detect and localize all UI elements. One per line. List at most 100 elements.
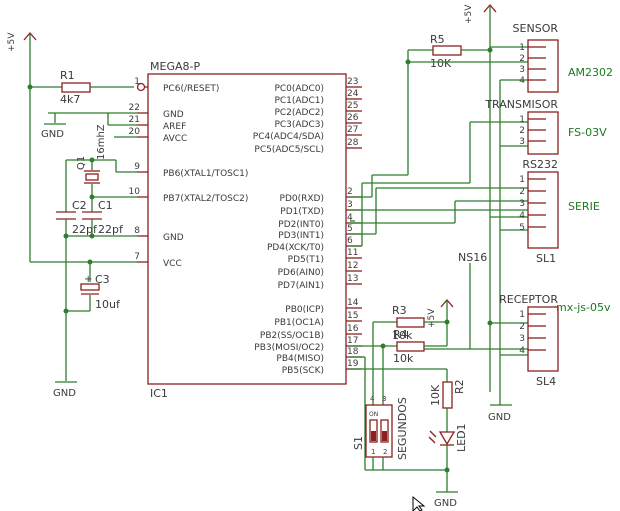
connector-pin-number: 5 bbox=[519, 223, 525, 233]
vcc-r3-label: +5V bbox=[427, 308, 437, 328]
ic1-pin-number: 5 bbox=[347, 224, 353, 234]
ic1-pin-label: PC0(ADC0) bbox=[274, 84, 324, 94]
r3-ref: R3 bbox=[392, 304, 407, 317]
ic1-pin-number: 26 bbox=[347, 113, 359, 123]
ic1-pin-number: 14 bbox=[347, 298, 359, 308]
s1-pin4: 4 bbox=[370, 395, 375, 403]
ic1-pin-number: 19 bbox=[347, 359, 359, 369]
q1-crystal bbox=[84, 170, 100, 184]
connector-pin-number: 4 bbox=[519, 76, 525, 86]
r5-ref: R5 bbox=[430, 33, 445, 46]
ic1-pin-label: PD5(T1) bbox=[288, 255, 324, 265]
connector-tag: FS-03V bbox=[568, 126, 607, 139]
r4-ref: R4 bbox=[393, 328, 408, 341]
ic1-pin-number: 10 bbox=[129, 187, 141, 197]
ic1-pin-label: AVCC bbox=[163, 134, 187, 144]
connector-pin-number: 1 bbox=[519, 43, 525, 53]
gnd-r1-label: GND bbox=[41, 129, 64, 140]
ic1-pin-label: PB4(MISO) bbox=[276, 354, 324, 364]
connector-pin-number: 1 bbox=[519, 115, 525, 125]
ic1-pin-number: 20 bbox=[129, 127, 141, 137]
connector-pin-number: 2 bbox=[519, 322, 525, 332]
ic1-left-pins: 1PC6(/RESET)22GND21AREF20AVCC9PB6(XTAL1/… bbox=[129, 77, 249, 269]
r1-resistor bbox=[61, 82, 91, 93]
ic1-pin-number: 13 bbox=[347, 274, 358, 284]
connector-pin-number: 2 bbox=[519, 187, 525, 197]
r3-value: 10k bbox=[392, 329, 413, 342]
ic1-pin-number: 25 bbox=[347, 101, 358, 111]
r2-resistor bbox=[442, 381, 453, 409]
c3-capacitor bbox=[80, 283, 100, 295]
c2-value: 22pf bbox=[72, 223, 98, 236]
connector-title: RECEPTOR bbox=[499, 293, 558, 306]
ic1-pin-label: PB7(XTAL2/TOSC2) bbox=[163, 194, 248, 204]
r2-value: 10K bbox=[429, 384, 442, 406]
ic1-pin-number: 3 bbox=[347, 200, 353, 210]
ic1-pin-label: PC6(/RESET) bbox=[163, 84, 219, 94]
connector-ref: SL1 bbox=[536, 252, 556, 265]
ic1-pin-label: GND bbox=[163, 233, 184, 243]
ic1-pin-label: AREF bbox=[163, 122, 186, 132]
ic1-pin-label: VCC bbox=[163, 259, 182, 269]
gnd-c3-label: GND bbox=[53, 388, 76, 399]
connector-fs-03v: TRANSMISOR FS-03V 123 bbox=[484, 98, 607, 155]
connector-tag: AM2302 bbox=[568, 66, 613, 79]
ic1-pin-label: PD7(AIN1) bbox=[278, 281, 324, 291]
ic1-pin-label: PB2(SS/OC1B) bbox=[260, 331, 324, 341]
ic1-pin-number: 12 bbox=[347, 261, 358, 271]
ic1-pin-number: 11 bbox=[347, 248, 358, 258]
r5-resistor bbox=[432, 45, 462, 56]
connector-title: SENSOR bbox=[513, 22, 559, 35]
ic1-pin-label: PD1(TXD) bbox=[280, 207, 324, 217]
ic1-pin-label: PD0(RXD) bbox=[280, 194, 324, 204]
connector-pin-number: 3 bbox=[519, 334, 525, 344]
connector-ref: SL4 bbox=[536, 375, 556, 388]
c1-ref: C1 bbox=[98, 199, 113, 212]
ic1-pin-label: PB3(MOSI/OC2) bbox=[254, 343, 324, 353]
ic1-pin-label: PD4(XCK/T0) bbox=[267, 243, 324, 253]
ic1-name: MEGA8-P bbox=[150, 60, 200, 73]
ic1-pin-number: 6 bbox=[347, 236, 353, 246]
r5-value: 10K bbox=[430, 57, 452, 70]
ic1-pin-label: PB0(ICP) bbox=[285, 305, 324, 315]
connector-pin-number: 2 bbox=[519, 126, 525, 136]
led1-ref: LED1 bbox=[455, 423, 468, 452]
vcc-left-label: +5V bbox=[7, 32, 17, 52]
ic1-pin-label: PB1(OC1A) bbox=[274, 318, 324, 328]
connector-title: TRANSMISOR bbox=[484, 98, 558, 111]
ic1-pin-label: PB5(SCK) bbox=[282, 366, 324, 376]
ic1-pin-label: GND bbox=[163, 110, 184, 120]
ic1-pin-number: 17 bbox=[347, 336, 358, 346]
connector-pin-number: 3 bbox=[519, 65, 525, 75]
ic1-pin-label: PC2(ADC2) bbox=[274, 108, 324, 118]
s1-sw2: 2 bbox=[383, 448, 387, 456]
s1-switch bbox=[365, 404, 393, 458]
ic1-pin-label: PC1(ADC1) bbox=[274, 96, 324, 106]
connector-pin-number: 3 bbox=[519, 137, 525, 147]
ic1-pin-number: 21 bbox=[129, 115, 140, 125]
ic1-pin-number: 23 bbox=[347, 77, 358, 87]
s1-title: SEGUNDOS bbox=[396, 397, 409, 460]
ic1-pin-number: 15 bbox=[347, 311, 358, 321]
ic1-pin-label: PD6(AIN0) bbox=[278, 268, 324, 278]
s1-pin3: 3 bbox=[382, 395, 386, 403]
connector-title: RS232 bbox=[522, 158, 558, 171]
connector-tag: mx-js-05v bbox=[556, 301, 611, 314]
r4-value: 10k bbox=[393, 352, 414, 365]
ic1-pin-number: 2 bbox=[347, 187, 353, 197]
ic1-pin-number: 24 bbox=[347, 89, 359, 99]
ic1-pin-label: PB6(XTAL1/TOSC1) bbox=[163, 169, 248, 179]
led1-diode bbox=[428, 430, 456, 446]
ic1-pin-number: 22 bbox=[129, 103, 140, 113]
c1-value: 22pf bbox=[98, 223, 124, 236]
c3-ref: C3 bbox=[95, 273, 110, 286]
ic1-pin-label: PC5(ADC5/SCL) bbox=[254, 145, 324, 155]
connector-pin-number: 4 bbox=[519, 346, 525, 356]
c2-ref: C2 bbox=[72, 199, 87, 212]
ic1-pin-number: 16 bbox=[347, 324, 359, 334]
s1-ref: S1 bbox=[352, 436, 365, 450]
